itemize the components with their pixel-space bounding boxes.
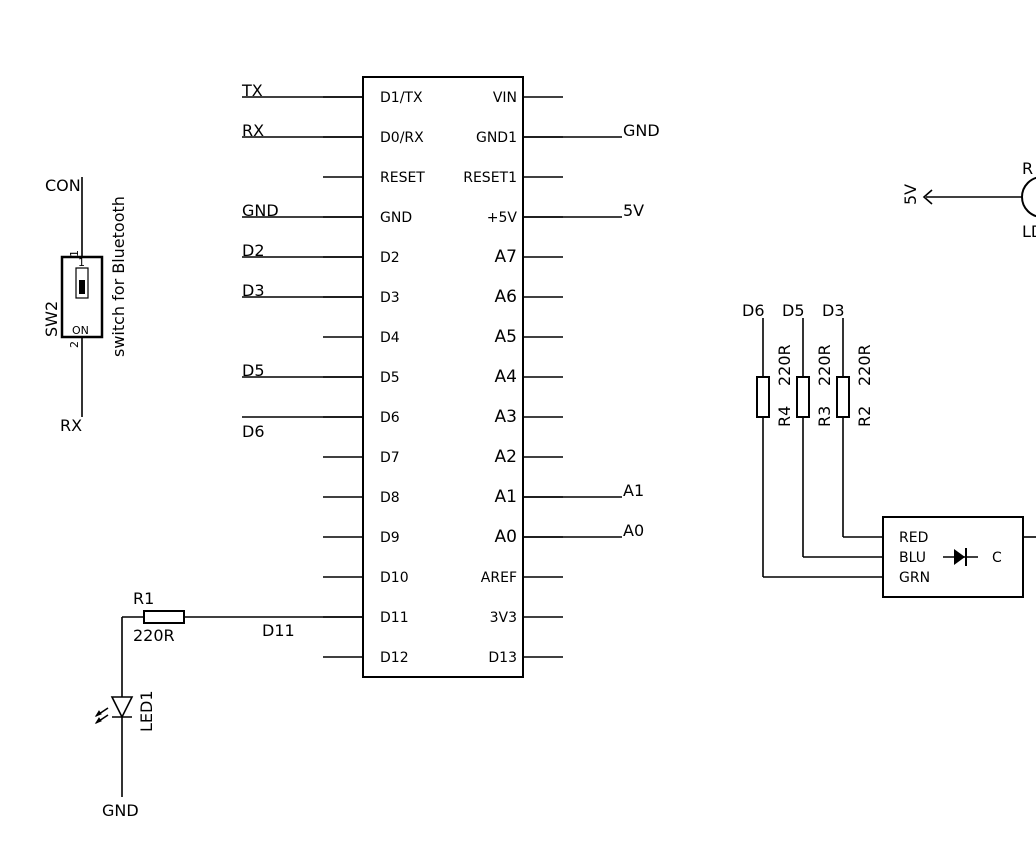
r4-name: R4 — [775, 406, 794, 427]
mcu-left-pin-label: D11 — [380, 610, 409, 626]
left-nets: TX RX GND D2 D3 D5 D6 — [241, 81, 363, 441]
switch-on-label: ON — [72, 324, 89, 337]
rgb-pin-red: RED — [899, 530, 928, 546]
mcu-left-pin-label: D5 — [380, 370, 400, 386]
mcu-left-pin-label: D2 — [380, 250, 400, 266]
switch-name: SW2 — [42, 301, 61, 337]
mcu-body — [362, 76, 524, 678]
mcu-right-pin-label: A4 — [495, 367, 517, 387]
rgb-pin-common: C — [992, 550, 1002, 566]
ldr-name-bottom: LD — [1022, 222, 1036, 241]
mcu-left-pin-label: GND — [380, 210, 412, 226]
switch-con-label: CON — [45, 176, 81, 195]
r2-value: 220R — [855, 344, 874, 386]
net-label-a1: A1 — [623, 481, 644, 500]
net-label-d11: D11 — [262, 621, 295, 640]
mcu-right-pin-label: A3 — [495, 407, 517, 427]
rgb-input-d5: D5 — [782, 301, 805, 320]
net-label-rx: RX — [242, 121, 264, 140]
mcu-left-pin-label: D12 — [380, 650, 409, 666]
ldr-circuit: 5V R LD — [901, 159, 1036, 241]
net-label-gnd-right: GND — [623, 121, 660, 140]
rgb-pin-grn: GRN — [899, 570, 930, 586]
mcu-right-pin-label: A7 — [495, 247, 517, 267]
r3-name: R3 — [815, 406, 834, 427]
mcu-left-pin-label: D1/TX — [380, 90, 423, 106]
mcu-left-pin-label: D10 — [380, 570, 409, 586]
mcu-right-pin-label: +5V — [487, 210, 518, 226]
mcu-left-pin-label: D6 — [380, 410, 400, 426]
mcu-right-pin-label: RESET1 — [463, 170, 517, 186]
net-label-tx: TX — [241, 81, 263, 100]
rgb-input-d6: D6 — [742, 301, 765, 320]
net-label-a0: A0 — [623, 521, 644, 540]
resistor-r3 — [796, 376, 810, 418]
net-label-d2: D2 — [242, 241, 265, 260]
switch-inner-1: 1 — [78, 256, 85, 269]
ldr-name-top: R — [1022, 159, 1033, 178]
net-label-d5: D5 — [242, 361, 265, 380]
rgb-diode-icon — [943, 548, 978, 566]
mcu-right-pin-label: D13 — [488, 650, 517, 666]
mcu-left-pin-label: D4 — [380, 330, 400, 346]
net-label-d3: D3 — [242, 281, 265, 300]
led1-symbol — [110, 696, 134, 719]
mcu-right-pin-label: A2 — [495, 447, 517, 467]
resistor-r2 — [836, 376, 850, 418]
mcu-left-pin-label: D7 — [380, 450, 400, 466]
mcu-right-pin-label: A0 — [495, 527, 517, 547]
net-label-gnd-left: GND — [242, 201, 279, 220]
switch-description: switch for Bluetooth — [109, 196, 128, 357]
mcu-right-pin-label: VIN — [493, 90, 517, 106]
led1-name: LED1 — [137, 690, 156, 732]
mcu-right-pin-label: 3V3 — [490, 610, 517, 626]
mcu-right-pin-label: A1 — [495, 487, 517, 507]
right-nets: GND 5V A1 A0 — [523, 121, 660, 540]
led-indicator-circuit: D11 R1 220R LED1 GND — [94, 589, 363, 820]
rgb-input-d3: D3 — [822, 301, 845, 320]
mcu-left-pin-label: D3 — [380, 290, 400, 306]
mcu-left-pin-label: D8 — [380, 490, 400, 506]
mcu-left-pin-label: D0/RX — [380, 130, 424, 146]
ldr-5v-label: 5V — [901, 184, 920, 205]
net-label-5v: 5V — [623, 201, 644, 220]
ldr-symbol — [1021, 176, 1036, 218]
microcontroller: D1/TX D0/RX RESET GND D2D3D4D5D6D7D8D9D10D11… — [323, 76, 563, 678]
resistor-r1 — [143, 610, 185, 624]
switch-pin2: 2 — [68, 341, 81, 348]
r2-name: R2 — [855, 406, 874, 427]
arrow-left-icon — [922, 189, 933, 205]
switch-pin1: 1 — [68, 250, 81, 257]
mcu-right-pin-label: A6 — [495, 287, 517, 307]
r1-name: R1 — [133, 589, 154, 608]
r1-value: 220R — [133, 626, 175, 645]
mcu-left-pin-label: D9 — [380, 530, 400, 546]
mcu-right-pin-label: GND1 — [476, 130, 517, 146]
r3-value: 220R — [815, 344, 834, 386]
net-label-d6: D6 — [242, 422, 265, 441]
switch-knob — [79, 280, 85, 294]
mcu-left-pin-label: RESET — [380, 170, 425, 186]
mcu-right-pin-label: A5 — [495, 327, 517, 347]
led1-gnd-label: GND — [102, 801, 139, 820]
resistor-r4 — [756, 376, 770, 418]
bluetooth-switch: CON RX 1 ON 1 2 SW2 switch for Bluetooth — [42, 176, 128, 435]
r4-value: 220R — [775, 344, 794, 386]
rgb-pin-blu: BLU — [899, 550, 926, 566]
rgb-led-circuit: D6 D5 D3 220R R4 220R R3 220R R2 RED BLU… — [742, 301, 1036, 598]
mcu-right-pin-label: AREF — [481, 570, 517, 586]
switch-rx-label: RX — [60, 416, 82, 435]
